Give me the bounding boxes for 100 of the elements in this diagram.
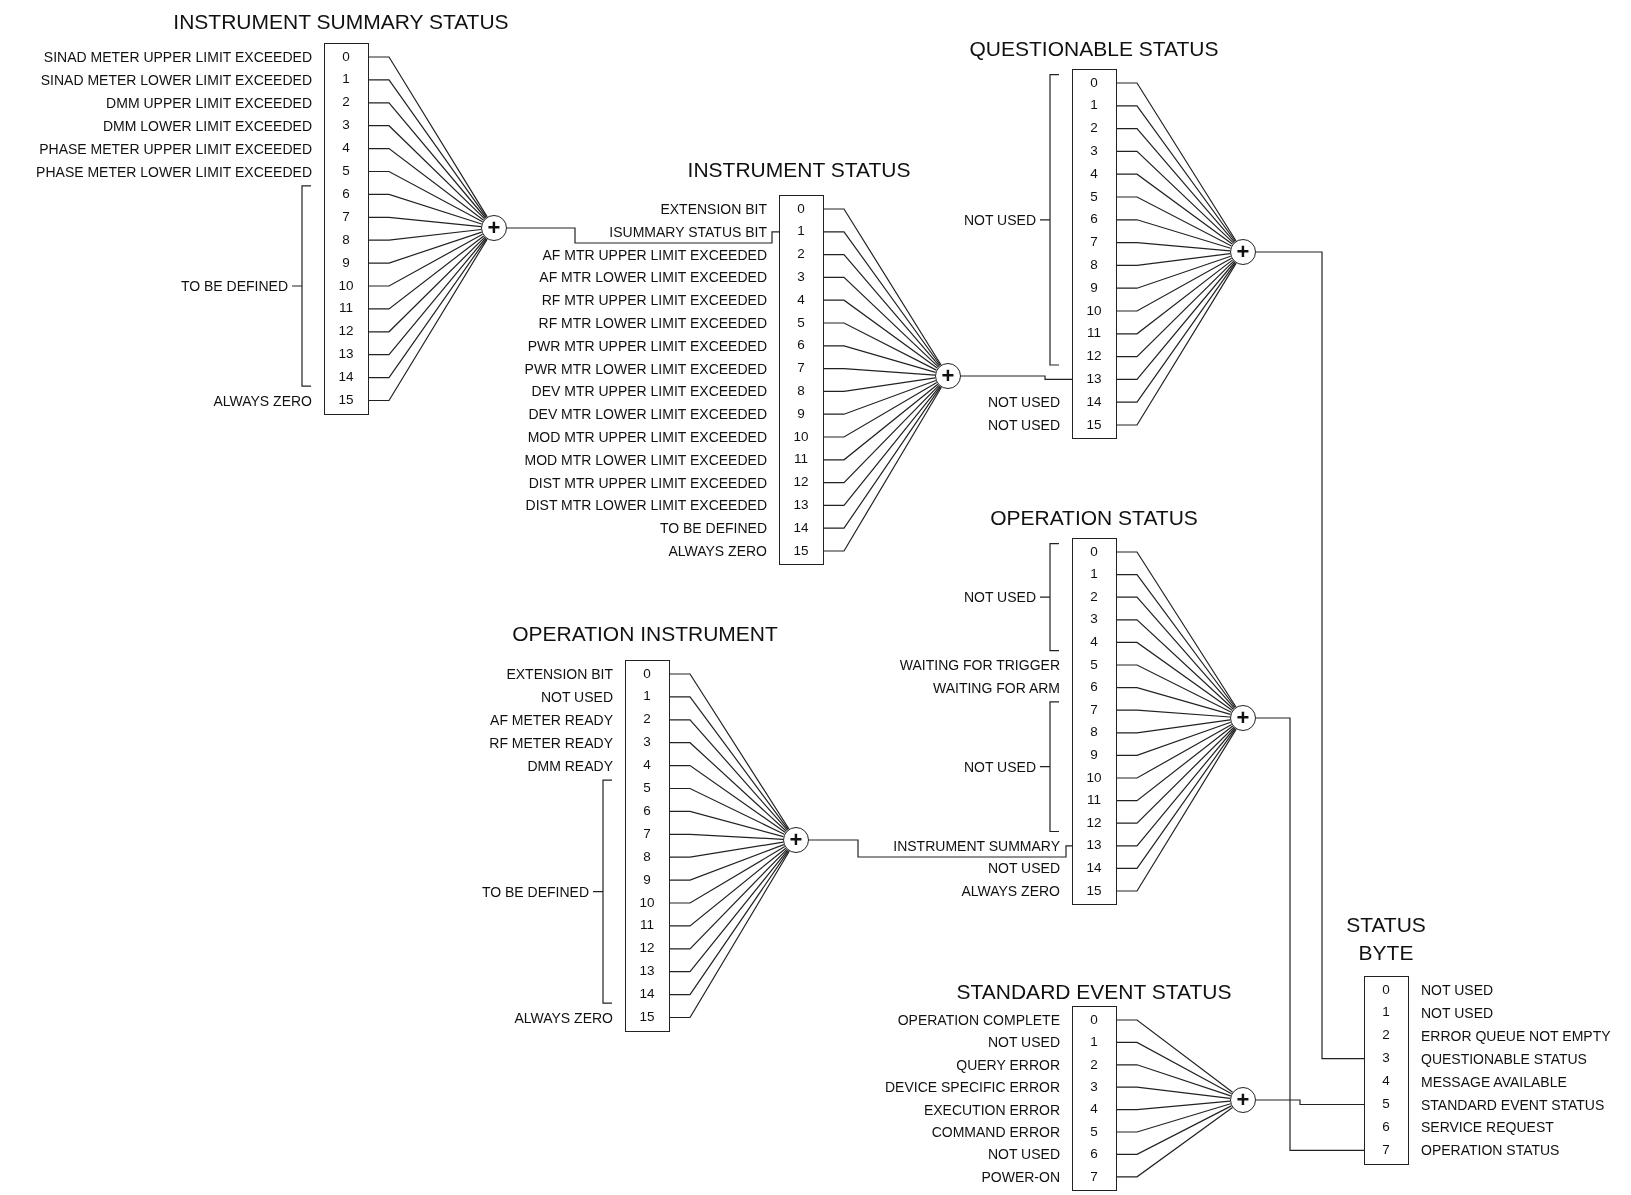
summing-junction: + [783,827,809,853]
bit-label: EXECUTION ERROR [923,1100,1060,1119]
signal-line [1116,261,1236,380]
bit-number: 1 [626,685,668,709]
bit-number: 5 [626,777,668,800]
bit-label: INSTRUMENT SUMMARY [893,836,1060,855]
bit-number: 6 [325,182,367,206]
bit-number: 4 [626,754,668,778]
bit-label: NOT USED [540,687,613,706]
bit-label: NOT USED [987,1033,1060,1052]
signal-line [1116,619,1235,710]
bit-label: DEV MTR UPPER LIMIT EXCEEDED [531,382,767,401]
bracket-label: TO BE DEFINED [180,277,288,295]
signal-line [1116,255,1232,289]
signal-line [1116,1064,1232,1097]
bit-number: 12 [1073,811,1115,835]
bit-number: 7 [1073,1165,1115,1188]
bit-number: 5 [325,160,367,183]
bit-label: DMM UPPER LIMIT EXCEEDED [106,93,312,112]
bit-label: OPERATION STATUS [1421,1141,1560,1160]
bit-label: DEVICE SPECIFIC ERROR [884,1078,1060,1097]
bit-number: 1 [1073,563,1115,586]
signal-line [1116,196,1233,247]
bit-number: 11 [325,297,367,321]
bit-label: NOT USED [987,1145,1060,1164]
bit-number: 1 [780,220,822,244]
bit-label: DMM LOWER LIMIT EXCEEDED [103,116,312,135]
signal-line [1116,1100,1231,1111]
signal-line [669,848,788,950]
bit-number: 13 [325,343,367,367]
signal-line [1116,1041,1233,1095]
signal-line [1116,1105,1232,1155]
bit-label: AF MTR UPPER LIMIT EXCEEDED [542,245,767,264]
bit-number: 10 [780,425,822,449]
bit-number: 8 [626,845,668,869]
bit-label: EXTENSION BIT [660,200,767,218]
bit-label: PWR MTR LOWER LIMIT EXCEEDED [524,359,767,378]
bit-label: NOT USED [987,859,1060,878]
signal-line [1116,260,1235,358]
summing-junction: + [1230,1087,1256,1113]
signal-line [823,322,937,371]
signal-line [1116,726,1235,824]
signal-line [808,839,1073,858]
bit-label: QUERY ERROR [956,1055,1060,1074]
signal-line [669,849,789,973]
bit-number: 7 [780,357,822,380]
signal-line [368,235,485,310]
bit-number: 4 [1073,631,1115,654]
bit-number: 1 [325,68,367,92]
signal-line [669,673,790,830]
signal-line [823,231,941,367]
bit-number: 5 [1073,1120,1115,1144]
bit-label: PHASE METER LOWER LIMIT EXCEEDED [36,162,312,181]
signal-line [823,377,936,392]
bit-number: 3 [1073,1076,1115,1099]
bit-number: 0 [1073,71,1115,95]
bit-number: 3 [626,731,668,755]
signal-line [669,810,784,838]
bit-number: 13 [1073,368,1115,391]
signal-line [368,228,482,241]
register-title: STATUS BYTE [1345,912,1427,966]
bit-label: OPERATION COMPLETE [897,1011,1060,1029]
signal-line [1116,253,1231,266]
signal-line [368,236,486,333]
signal-line [1116,719,1231,734]
bit-label: SINAD METER LOWER LIMIT EXCEEDED [40,70,312,89]
bit-number: 6 [1073,208,1115,232]
bit-label: WAITING FOR ARM [932,678,1060,697]
bit-number: 15 [325,389,367,412]
bit-number: 11 [626,914,668,938]
bit-label: RF MTR LOWER LIMIT EXCEEDED [538,314,767,332]
bit-number: 12 [1073,345,1115,368]
bit-number: 9 [1073,276,1115,300]
bit-number: 9 [325,251,367,275]
bit-number: 14 [325,366,367,390]
signal-line [823,368,936,376]
bit-number: 9 [626,868,668,892]
bit-number: 7 [325,205,367,229]
bit-label: WAITING FOR TRIGGER [899,656,1060,674]
bit-number: 12 [780,471,822,494]
signal-line [1255,251,1365,1060]
bit-number: 5 [780,311,822,335]
bit-label: SINAD METER UPPER LIMIT EXCEEDED [43,48,312,66]
bit-number: 12 [626,937,668,961]
signal-line [823,345,937,373]
signal-line [960,375,1073,380]
bracket-label: NOT USED [963,588,1036,607]
register-title: INSTRUMENT STATUS [687,157,911,183]
bit-label: RF MTR UPPER LIMIT EXCEEDED [541,291,767,310]
bit-label: EXTENSION BIT [506,665,613,683]
signal-line [368,231,483,264]
bit-number: 5 [1073,653,1115,677]
summing-junction: + [1230,239,1256,265]
bit-label: STANDARD EVENT STATUS [1421,1095,1605,1114]
signal-line [823,385,941,506]
bit-number: 1 [1073,94,1115,118]
bit-number: 3 [1365,1047,1407,1071]
signal-line [669,765,786,834]
bit-label: NOT USED [1421,981,1494,999]
bit-number: 6 [1365,1115,1407,1139]
